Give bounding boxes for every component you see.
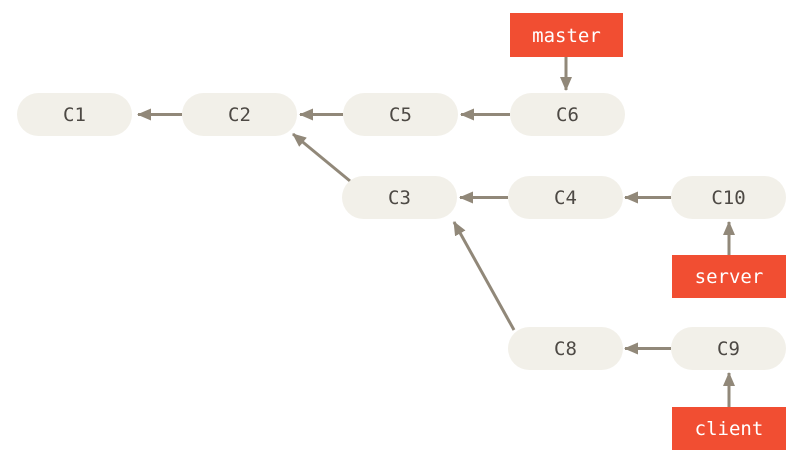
commit-label: C9 bbox=[717, 338, 740, 360]
commit-pill bbox=[342, 176, 457, 219]
commit-label: C2 bbox=[228, 104, 251, 126]
commit-node-c9: C9 bbox=[671, 327, 786, 370]
commit-pill bbox=[182, 93, 297, 136]
commit-node-c1: C1 bbox=[17, 93, 132, 136]
commit-node-c6: C6 bbox=[510, 93, 625, 136]
branch-tag-server: server bbox=[672, 255, 786, 298]
branch-tag-rect bbox=[672, 255, 786, 298]
commit-pill bbox=[671, 176, 786, 219]
branch-tag-label: server bbox=[695, 266, 764, 288]
branch-tag-rect bbox=[510, 13, 623, 57]
commit-node-c5: C5 bbox=[343, 93, 458, 136]
commit-label: C3 bbox=[388, 187, 411, 209]
commit-node-c4: C4 bbox=[508, 176, 623, 219]
commit-pill bbox=[671, 327, 786, 370]
commit-pill bbox=[508, 176, 623, 219]
branch-tag-client: client bbox=[672, 407, 786, 450]
commit-label: C10 bbox=[711, 187, 745, 209]
commit-node-c8: C8 bbox=[508, 327, 623, 370]
commit-label: C6 bbox=[556, 104, 579, 126]
commit-pill bbox=[508, 327, 623, 370]
commit-label: C5 bbox=[389, 104, 412, 126]
branch-tag-rect bbox=[672, 407, 786, 450]
branch-tag-label: master bbox=[532, 25, 601, 47]
commit-pill bbox=[17, 93, 132, 136]
commit-node-c10: C10 bbox=[671, 176, 786, 219]
commit-label: C1 bbox=[63, 104, 86, 126]
commit-pill bbox=[343, 93, 458, 136]
commit-pill bbox=[510, 93, 625, 136]
branch-tag-master: master bbox=[510, 13, 623, 57]
commit-node-c3: C3 bbox=[342, 176, 457, 219]
commit-label: C4 bbox=[554, 187, 577, 209]
edge-c3-to-c2 bbox=[292, 132, 351, 183]
branch-tag-label: client bbox=[695, 418, 764, 440]
edge-c8-to-c3 bbox=[452, 221, 516, 331]
commit-label: C8 bbox=[554, 338, 577, 360]
commit-node-c2: C2 bbox=[182, 93, 297, 136]
